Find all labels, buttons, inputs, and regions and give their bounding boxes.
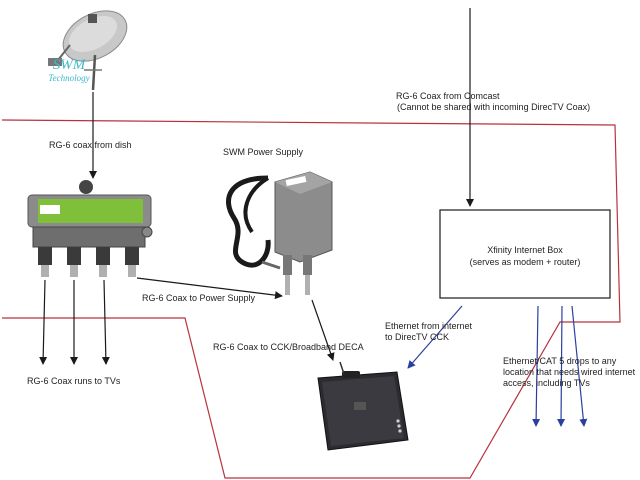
dish-coax-label: RG-6 coax from dish — [49, 140, 132, 150]
swm-splitter-icon — [27, 180, 153, 277]
ethernet-label-line2: to DirecTV CCK — [385, 332, 450, 342]
cat5-drops-line3: access, including TVs — [503, 378, 590, 388]
coax-to-power-label: RG-6 Coax to Power Supply — [142, 293, 256, 303]
cat5-drop-arrow-3 — [571, 305, 588, 427]
cck-deca-icon — [317, 361, 409, 451]
comcast-label-line2: (Cannot be shared with incoming DirecTV … — [397, 102, 591, 112]
room-boundary — [1, 119, 621, 479]
tv-run-arrow-1 — [39, 279, 48, 365]
power-supply-label: SWM Power Supply — [223, 147, 304, 157]
tv-run-arrow-3 — [101, 279, 110, 365]
cat5-drops-line2: location that needs wired internet — [503, 367, 636, 377]
coax-to-cck-label: RG-6 Coax to CCK/Broadband DECA — [213, 342, 364, 352]
xfinity-box-title: Xfinity Internet Box — [487, 245, 563, 255]
xfinity-box — [439, 209, 611, 299]
cat5-drops-line1: Ethernet/CAT 5 drops to any — [503, 356, 617, 366]
swm-logo-subtitle: Technology — [48, 73, 90, 83]
ethernet-label-line1: Ethernet from internet — [385, 321, 473, 331]
xfinity-box-subtitle: (serves as modem + router) — [469, 257, 581, 267]
swm-logo-title: SWM — [52, 57, 86, 73]
cat5-drop-arrow-1 — [532, 305, 541, 427]
swm-logo: SWM Technology — [40, 57, 98, 84]
splitter-to-power-arrow — [136, 277, 283, 300]
tv-runs-label: RG-6 Coax runs to TVs — [27, 376, 121, 386]
cat5-drop-arrow-2 — [557, 305, 566, 427]
comcast-label-line1: RG-6 Coax from Comcast — [396, 91, 500, 101]
satellite-dish-icon — [48, 10, 128, 91]
power-to-cck-arrow — [311, 299, 335, 361]
power-supply-icon — [226, 171, 333, 295]
ethernet-to-cck-arrow — [407, 305, 463, 369]
